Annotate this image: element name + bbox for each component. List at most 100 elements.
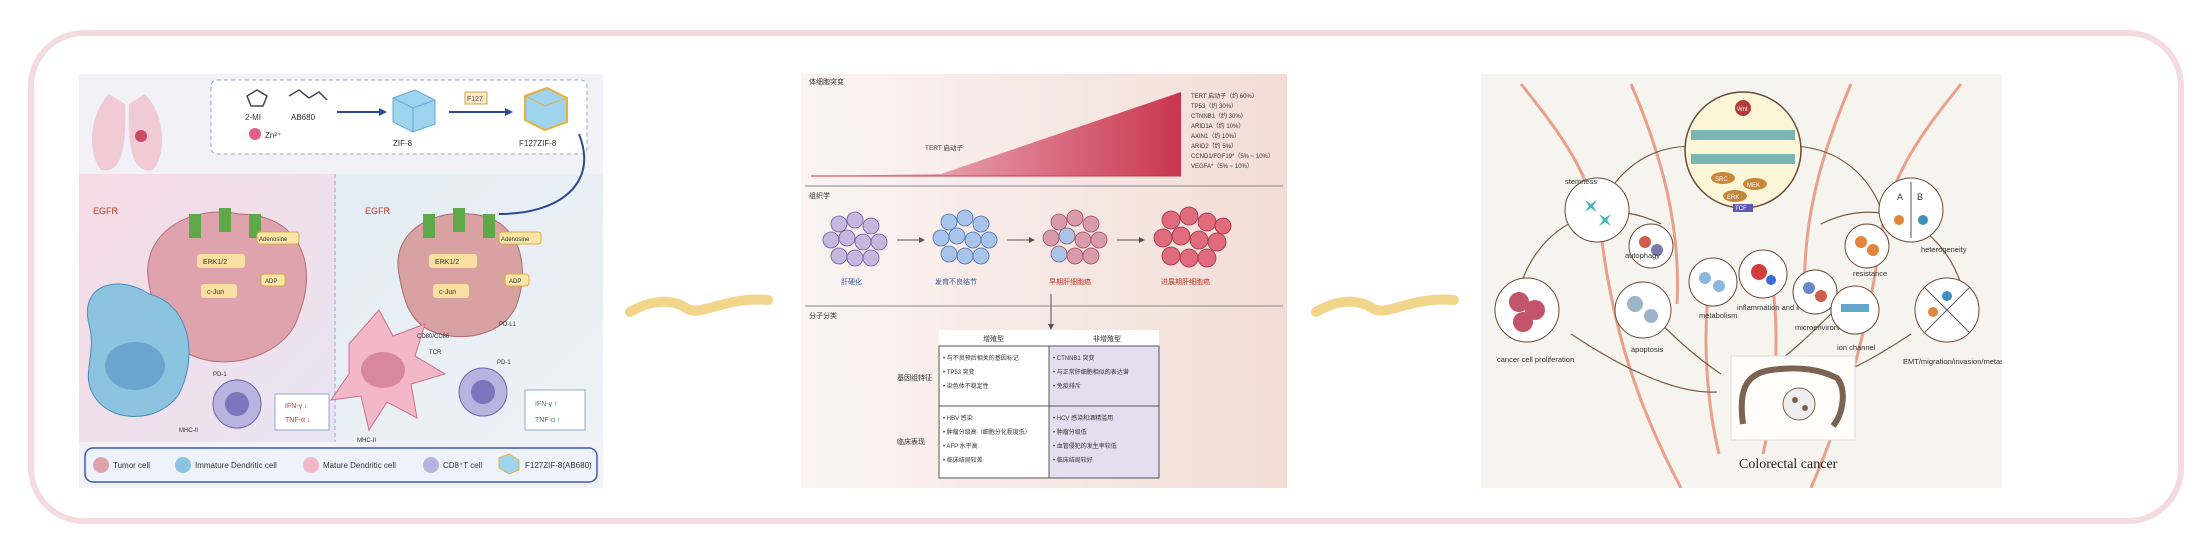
svg-text:• AFP 水平高: • AFP 水平高 xyxy=(943,442,978,450)
svg-text:MEK: MEK xyxy=(1747,183,1760,189)
svg-text:B: B xyxy=(1917,192,1923,202)
stage-early-hcc: 早期肝细胞癌 xyxy=(1042,209,1108,286)
svg-text:发育不良结节: 发育不良结节 xyxy=(935,277,977,286)
mature-dendritic-cell: CD80/CD86 TCR MHC-II xyxy=(329,309,450,444)
molecule-2mi: 2-MI xyxy=(245,89,268,122)
svg-text:TCR: TCR xyxy=(429,350,442,356)
hcc-progression-figure: 体细胞突变 TERT 启动子 TERT 启动子（约 60%） TP53（约 30… xyxy=(801,74,1287,488)
section-histology: 组织学 xyxy=(809,191,830,200)
circle-metabolism: metabolism xyxy=(1688,257,1738,320)
svg-text:AXIN1（约 10%）: AXIN1（约 10%） xyxy=(1191,132,1240,140)
tert-ramp-label: TERT 启动子 xyxy=(925,143,964,152)
zn-ion: Zn²⁺ xyxy=(249,128,281,140)
circle-resistance: resistance xyxy=(1844,223,1890,278)
svg-text:早期肝细胞癌: 早期肝细胞癌 xyxy=(1049,277,1091,286)
row-genomic: 基因组特征 xyxy=(897,373,932,382)
molecule-ab680: AB680 xyxy=(288,89,328,122)
svg-text:metabolism: metabolism xyxy=(1699,311,1737,320)
svg-text:ERK1/2: ERK1/2 xyxy=(435,259,459,266)
legend-zif8: F127ZIF-8(AB680) xyxy=(525,461,592,470)
connector-squiggle-2 xyxy=(1311,294,1459,317)
svg-text:• 临床结局较差: • 临床结局较差 xyxy=(943,456,983,464)
svg-text:• 免疫排斥: • 免疫排斥 xyxy=(1053,382,1081,390)
svg-text:TP53（约 30%）: TP53（约 30%） xyxy=(1191,102,1237,110)
cd8-t-cell-right: PD-1 xyxy=(458,360,511,417)
svg-text:• TP53 突变: • TP53 突变 xyxy=(943,368,975,376)
svg-text:resistance: resistance xyxy=(1853,269,1887,278)
svg-text:ARID2（约 5%）: ARID2（约 5%） xyxy=(1191,142,1237,150)
svg-text:• 肿瘤分级高（细胞分化程度低）: • 肿瘤分级高（细胞分化程度低） xyxy=(943,428,1031,436)
svg-text:ERK: ERK xyxy=(1727,195,1739,201)
circle-stemness: stemness xyxy=(1564,177,1630,243)
zif8-immunotherapy-figure: 2-MI Zn²⁺ AB680 ZIF-8 F127 F127ZIF-8 EGF… xyxy=(79,74,603,488)
cytokine-left-ifn: IFN-γ ↓ xyxy=(285,403,308,410)
signaling-membrane: Wnt SRC MEK ERK TCF xyxy=(1684,91,1802,212)
tumor-cell-right: ERK1/2 c-Jun xyxy=(397,208,523,338)
svg-text:cancer cell proliferation: cancer cell proliferation xyxy=(1497,355,1574,364)
circle-inflammation: inflammation and immunization xyxy=(1737,249,1840,312)
circle-heterogeneity: A B heterogeneity xyxy=(1878,177,1967,254)
adenosine-right: Adenosine xyxy=(501,237,530,243)
section-molecular-class: 分子分类 xyxy=(809,311,837,320)
svg-text:ion channel: ion channel xyxy=(1837,343,1876,352)
svg-text:F127ZIF-8: F127ZIF-8 xyxy=(519,139,557,148)
svg-text:CCND1/FGF19*（5% ~ 10%）: CCND1/FGF19*（5% ~ 10%） xyxy=(1191,153,1274,160)
svg-text:ZIF-8: ZIF-8 xyxy=(393,139,413,148)
mutation-ramp xyxy=(811,92,1181,176)
lungs-icon xyxy=(91,94,163,171)
circle-emt: EMT/migration/invasion/metastasis xyxy=(1903,277,2002,366)
svg-text:stemness: stemness xyxy=(1565,177,1597,186)
svg-text:• 与不良预后相关的基因标记: • 与不良预后相关的基因标记 xyxy=(943,354,1019,362)
svg-text:• CTNNB1 突变: • CTNNB1 突变 xyxy=(1053,354,1094,362)
svg-text:肝硬化: 肝硬化 xyxy=(841,277,862,286)
immature-dendritic-cell xyxy=(86,283,190,417)
svg-text:PD-1: PD-1 xyxy=(497,360,511,366)
svg-text:TERT 启动子（约 60%）: TERT 启动子（约 60%） xyxy=(1191,92,1258,100)
colon-illustration xyxy=(1730,355,1856,441)
zif8-cube: ZIF-8 xyxy=(392,89,436,148)
stage-dysplastic-nodule: 发育不良结节 xyxy=(932,209,998,286)
svg-text:• 与正常肝细胞相似的表达谱: • 与正常肝细胞相似的表达谱 xyxy=(1053,368,1129,376)
svg-text:SRC: SRC xyxy=(1715,177,1728,183)
svg-text:2-MI: 2-MI xyxy=(245,113,261,122)
svg-text:• HCV 感染和酒精滥用: • HCV 感染和酒精滥用 xyxy=(1053,414,1113,422)
svg-text:• HBV 感染: • HBV 感染 xyxy=(943,414,973,422)
header-nonproliferative: 非增殖型 xyxy=(1093,334,1121,343)
mutation-list: TERT 启动子（约 60%） TP53（约 30%） CTNNB1（约 30%… xyxy=(1191,92,1274,170)
svg-text:microenvironment: microenvironment xyxy=(1795,323,1856,332)
stage-cirrhosis: 肝硬化 xyxy=(822,211,888,286)
cd8-t-cell-left: PD-1 MHC-II xyxy=(179,372,262,434)
svg-text:VEGFA*（5% ~ 10%）: VEGFA*（5% ~ 10%） xyxy=(1191,163,1253,170)
svg-text:进展期肝细胞癌: 进展期肝细胞癌 xyxy=(1161,277,1210,286)
row-clinical: 临床表现 xyxy=(897,437,925,446)
circle-autophagy: autophagy xyxy=(1625,223,1674,269)
svg-text:AB680: AB680 xyxy=(291,113,316,122)
svg-text:• 染色体不稳定性: • 染色体不稳定性 xyxy=(943,382,989,390)
cytokine-right-ifn: IFN-γ ↑ xyxy=(535,401,558,408)
header-proliferative: 增殖型 xyxy=(983,334,1004,343)
svg-text:ARID1A（约 10%）: ARID1A（约 10%） xyxy=(1191,122,1244,130)
pdl1-label: PD-L1 xyxy=(499,322,517,328)
svg-text:apoptosis: apoptosis xyxy=(1631,345,1663,354)
legend-immature-dc: Immature Dendritic cell xyxy=(195,461,277,470)
svg-text:MHC-II: MHC-II xyxy=(179,428,198,434)
svg-text:• 血管侵犯的发生率较低: • 血管侵犯的发生率较低 xyxy=(1053,442,1117,450)
circle-ion-channel: ion channel xyxy=(1830,285,1880,352)
colorectal-cancer-figure: Wnt SRC MEK ERK TCF stemness autophagy m… xyxy=(1481,74,2002,488)
legend-cd8-t-cell: CD8⁺T cell xyxy=(443,461,482,470)
stage-advanced-hcc: 进展期肝细胞癌 xyxy=(1153,206,1232,286)
svg-text:heterogeneity: heterogeneity xyxy=(1921,245,1967,254)
adp-left: ADP xyxy=(265,279,277,285)
svg-text:• 临床结局较好: • 临床结局较好 xyxy=(1053,456,1093,464)
svg-text:TCF: TCF xyxy=(1735,206,1747,212)
egfr-left-label: EGFR xyxy=(93,206,119,216)
egfr-right-label: EGFR xyxy=(365,206,391,216)
adenosine-left: Adenosine xyxy=(259,237,288,243)
molecular-table: 增殖型 非增殖型 基因组特征 临床表现 • 与不良预后相关的基因标记 • TP5… xyxy=(897,330,1160,479)
cytokine-right-tnf: TNF-α ↑ xyxy=(535,417,560,424)
circle-apoptosis: apoptosis xyxy=(1614,281,1672,354)
zif8-coated-cube: F127ZIF-8 xyxy=(519,86,568,148)
f127-label: F127 xyxy=(467,96,483,103)
svg-text:Zn²⁺: Zn²⁺ xyxy=(265,131,281,140)
svg-text:inflammation and immunization: inflammation and immunization xyxy=(1737,303,1840,312)
